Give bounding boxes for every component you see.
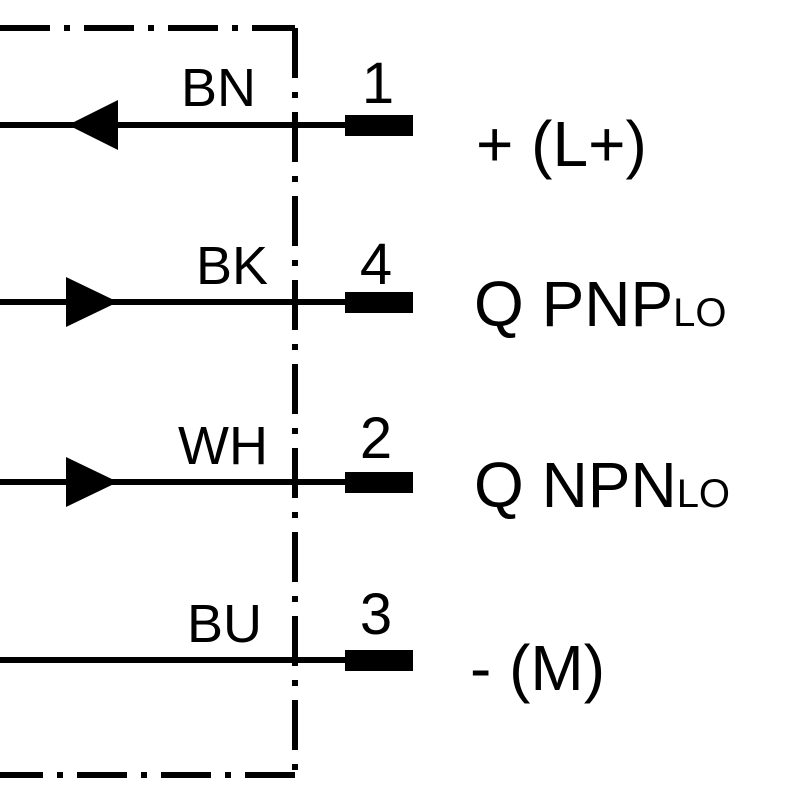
pin-function: + (L+) [476, 108, 647, 180]
wire-row-1: BN 1 + (L+) [0, 51, 647, 180]
terminal-block [345, 292, 413, 313]
pin-number: 4 [360, 232, 392, 297]
arrow-left-icon [68, 100, 118, 150]
pin-function: - (M) [470, 632, 605, 704]
arrow-right-icon [66, 277, 118, 327]
wire-color-label: BN [181, 58, 256, 118]
arrow-right-icon [66, 457, 118, 507]
wire-row-3: BU 3 - (M) [0, 582, 605, 704]
wire-row-4: BK 4 Q PNPLO [0, 232, 727, 340]
wire-color-label: BU [187, 594, 262, 654]
pin-number: 1 [362, 51, 394, 116]
pin-function: Q NPNLO [474, 449, 730, 521]
pin-number: 2 [360, 406, 392, 471]
pin-number: 3 [360, 582, 392, 647]
terminal-block [345, 650, 413, 671]
wire-color-label: WH [178, 416, 268, 476]
terminal-block [345, 472, 413, 493]
housing-boundary [0, 25, 298, 778]
wire-row-2: WH 2 Q NPNLO [0, 406, 730, 521]
pin-function: Q PNPLO [474, 268, 727, 340]
terminal-block [345, 115, 413, 136]
wire-color-label: BK [196, 236, 268, 296]
